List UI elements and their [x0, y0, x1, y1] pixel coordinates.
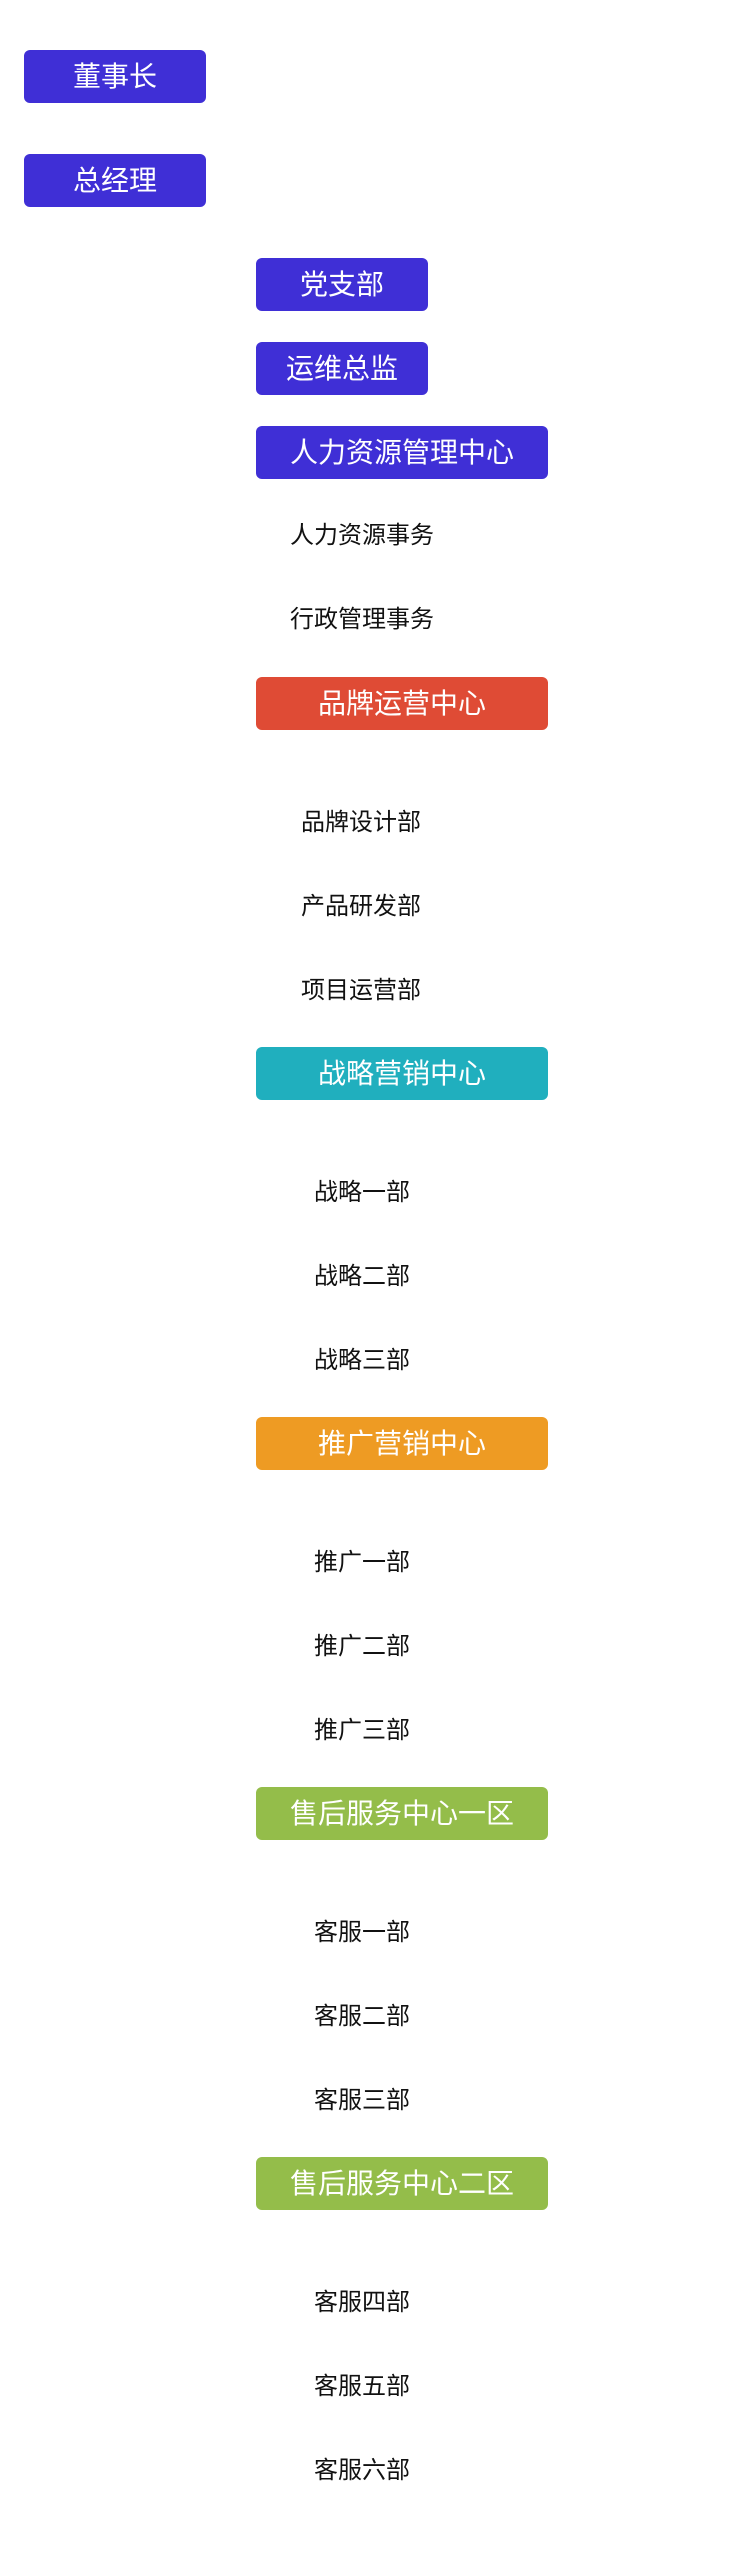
general-manager-node: 总经理 [24, 154, 206, 207]
brand-dept: 品牌设计部 [301, 808, 421, 836]
service-dept: 客服五部 [314, 2372, 410, 2400]
service-dept: 客服三部 [314, 2086, 410, 2114]
brand-center-node: 品牌运营中心 [256, 677, 548, 730]
promotion-dept: 推广三部 [314, 1716, 410, 1744]
ops-director-node: 运维总监 [256, 342, 428, 395]
aftersales-zone2-node: 售后服务中心二区 [256, 2157, 548, 2210]
strategy-dept: 战略三部 [314, 1346, 410, 1374]
hr-item: 人力资源事务 [290, 521, 434, 549]
brand-dept: 产品研发部 [301, 892, 421, 920]
strategy-center-node: 战略营销中心 [256, 1047, 548, 1100]
service-dept: 客服二部 [314, 2002, 410, 2030]
aftersales-zone1-node: 售后服务中心一区 [256, 1787, 548, 1840]
promotion-dept: 推广一部 [314, 1548, 410, 1576]
strategy-dept: 战略二部 [314, 1262, 410, 1290]
chairman-node: 董事长 [24, 50, 206, 103]
party-branch-node: 党支部 [256, 258, 428, 311]
service-dept: 客服六部 [314, 2456, 410, 2484]
hr-center-node: 人力资源管理中心 [256, 426, 548, 479]
service-dept: 客服一部 [314, 1918, 410, 1946]
promotion-dept: 推广二部 [314, 1632, 410, 1660]
strategy-dept: 战略一部 [314, 1178, 410, 1206]
promotion-center-node: 推广营销中心 [256, 1417, 548, 1470]
service-dept: 客服四部 [314, 2288, 410, 2316]
hr-item: 行政管理事务 [290, 605, 434, 633]
brand-dept: 项目运营部 [301, 976, 421, 1004]
